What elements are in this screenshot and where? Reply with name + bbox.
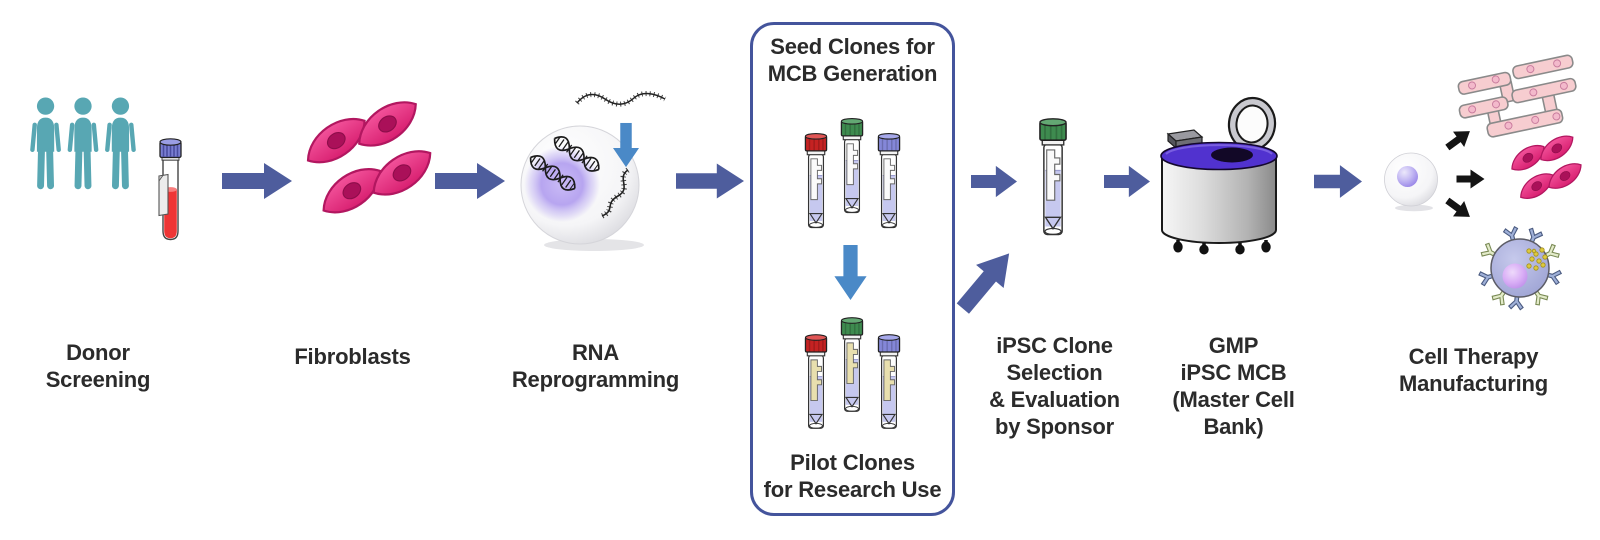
immune-cell-icon [1477,225,1563,311]
pilot-clones-label: Pilot Clones for Research Use [752,449,953,503]
differentiation-arrow-icon [1456,169,1485,189]
label-line: by Sponsor [994,414,1114,439]
cryovial-icon [840,317,864,412]
ipsc-cell-icon [1384,152,1438,212]
mrna-strand-icon [575,91,667,107]
cryovial-icon [840,117,864,214]
box-down-arrow-icon [834,245,867,300]
label-line: Selection [1006,360,1103,385]
diagonal-arrow-icon [956,253,1010,314]
label-line: iPSC Clone [996,333,1113,358]
flow-arrow-icon [435,163,505,199]
flow-arrow-icon [222,163,292,199]
fibroblast-cells-icon [294,88,432,240]
rna-reprogramming-label: RNA Reprogramming [488,339,703,393]
label-line: Manufacturing [1399,371,1548,396]
label-line: RNA [571,340,620,365]
label-line: for Research Use [763,477,942,502]
label-line: Fibroblasts [294,344,411,369]
label-line: (Master Cell [1172,387,1295,412]
cryotank-icon [1160,96,1278,255]
flow-arrow-icon [1104,165,1150,198]
fibroblasts-label: Fibroblasts [265,343,440,370]
fibroblast-cells-icon [1504,122,1582,220]
label-line: Screening [45,367,151,392]
label-line: Reprogramming [511,367,680,392]
cryovial-icon [877,334,901,429]
label-line: MCB Generation [767,61,938,86]
cryovial-icon [804,334,828,429]
label-line: Pilot Clones [790,450,915,475]
blood-tube-icon [158,138,182,241]
flow-arrow-icon [676,163,744,199]
gmp-mcb-label: GMP iPSC MCB (Master Cell Bank) [1131,332,1336,440]
flow-arrow-icon [971,165,1017,198]
donor-screening-label: Donor Screening [8,339,188,393]
label-line: & Evaluation [989,387,1120,412]
flow-arrow-icon [1314,165,1362,198]
label-line: Bank) [1203,414,1264,439]
clone-box-outline [750,22,955,516]
seed-clones-title: Seed Clones for MCB Generation [752,33,953,87]
cryovial-icon [877,132,901,229]
cryovial-icon [1039,117,1067,236]
label-line: iPSC MCB [1180,360,1287,385]
ipsc-clone-selection-label: iPSC Clone Selection & Evaluation by Spo… [952,332,1157,440]
donor-people-icon [24,97,142,193]
cell-therapy-label: Cell Therapy Manufacturing [1366,343,1581,397]
rna-entry-arrow-icon [613,122,639,168]
rna-reprogramming-cell-icon [520,125,644,251]
cryovial-icon [804,132,828,229]
label-line: Cell Therapy [1408,344,1539,369]
label-line: GMP [1208,333,1259,358]
tissue-icon [1457,54,1577,138]
label-line: Donor [66,340,130,365]
label-line: Seed Clones for [770,34,935,59]
